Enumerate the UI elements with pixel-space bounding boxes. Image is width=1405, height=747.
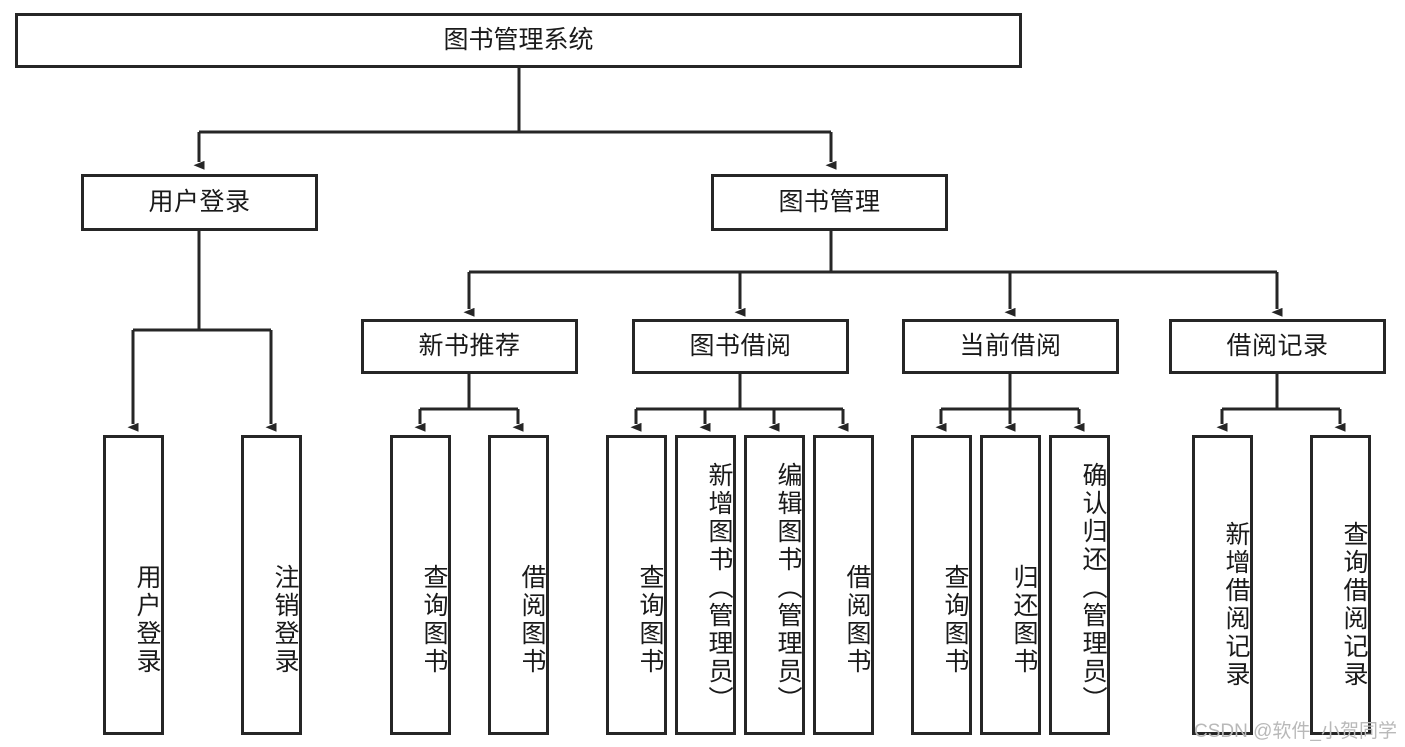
- node-label: 注销登录: [271, 564, 299, 676]
- node-label: 当前借阅: [959, 331, 1062, 360]
- node-user-login[interactable]: 用户登录: [81, 174, 318, 231]
- node-new-book-recommend[interactable]: 新书推荐: [361, 319, 578, 374]
- leaf-return-book[interactable]: 归还图书: [980, 435, 1041, 735]
- node-label: 查询图书: [420, 564, 448, 676]
- node-book-borrow[interactable]: 图书借阅: [632, 319, 849, 374]
- node-label: 用户登录: [133, 564, 161, 676]
- leaf-logout[interactable]: 注销登录: [241, 435, 302, 735]
- leaf-confirm-return-admin[interactable]: 确认归还（管理员）: [1049, 435, 1110, 735]
- node-label: 编辑图书（管理员）: [774, 462, 802, 714]
- node-book-management[interactable]: 图书管理: [711, 174, 948, 231]
- node-label: 新增借阅记录: [1222, 521, 1250, 689]
- node-label: 查询图书: [941, 564, 969, 676]
- node-borrow-record[interactable]: 借阅记录: [1169, 319, 1386, 374]
- leaf-query-book-recommend[interactable]: 查询图书: [390, 435, 451, 735]
- node-label: 借阅记录: [1226, 331, 1329, 360]
- node-root-library-system[interactable]: 图书管理系统: [15, 13, 1022, 68]
- node-label: 查询图书: [636, 564, 664, 676]
- node-label: 确认归还（管理员）: [1079, 462, 1107, 714]
- leaf-query-book-borrow[interactable]: 查询图书: [606, 435, 667, 735]
- node-label: 图书管理系统: [443, 25, 594, 54]
- leaf-user-login[interactable]: 用户登录: [103, 435, 164, 735]
- node-label: 图书管理: [778, 187, 881, 216]
- leaf-borrow-book-recommend[interactable]: 借阅图书: [488, 435, 549, 735]
- leaf-add-book-admin[interactable]: 新增图书（管理员）: [675, 435, 736, 735]
- node-label: 新书推荐: [418, 331, 521, 360]
- watermark-text: CSDN @软件_小贺同学: [1194, 721, 1397, 742]
- leaf-borrow-book[interactable]: 借阅图书: [813, 435, 874, 735]
- node-label: 借阅图书: [518, 564, 546, 676]
- leaf-query-book-current[interactable]: 查询图书: [911, 435, 972, 735]
- node-label: 查询借阅记录: [1340, 521, 1368, 689]
- node-label: 借阅图书: [843, 564, 871, 676]
- leaf-add-borrow-record[interactable]: 新增借阅记录: [1192, 435, 1253, 735]
- node-label: 图书借阅: [689, 331, 792, 360]
- leaf-edit-book-admin[interactable]: 编辑图书（管理员）: [744, 435, 805, 735]
- leaf-query-borrow-record[interactable]: 查询借阅记录: [1310, 435, 1371, 735]
- node-label: 用户登录: [148, 187, 251, 216]
- node-label: 归还图书: [1010, 564, 1038, 676]
- node-current-borrow[interactable]: 当前借阅: [902, 319, 1119, 374]
- node-label: 新增图书（管理员）: [705, 462, 733, 714]
